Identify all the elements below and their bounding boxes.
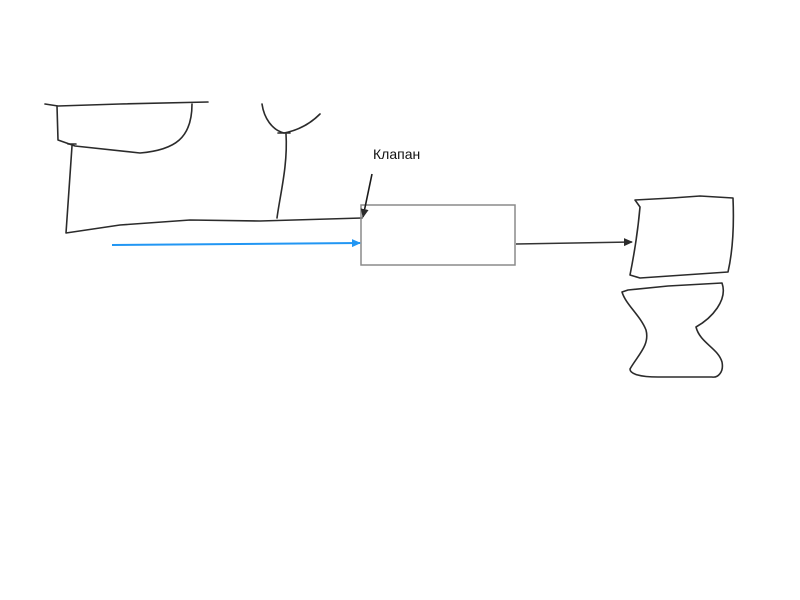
bathtub-sketch — [44, 101, 363, 234]
valve-box — [360, 204, 516, 266]
sink-sketch — [261, 103, 321, 219]
valve-pointer-arrow — [360, 173, 373, 218]
output-arrow — [515, 238, 633, 247]
toilet-sketch — [621, 195, 735, 378]
supply-arrow — [111, 239, 361, 248]
valve-label: Клапан — [373, 146, 421, 162]
